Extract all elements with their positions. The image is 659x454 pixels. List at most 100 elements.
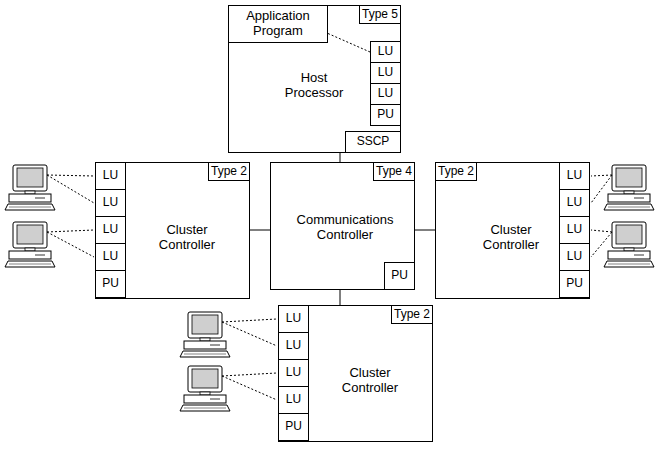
unit-label: LU	[567, 169, 582, 183]
text-area: LU	[279, 387, 308, 413]
unit-label: LU	[286, 339, 301, 353]
terminal-icon	[5, 165, 55, 210]
unit-label: LU	[103, 196, 118, 210]
terminal-icon	[5, 222, 55, 267]
unit-box: PU	[384, 262, 415, 290]
unit-label: LU	[286, 312, 301, 326]
type-tag-frame: Type 2	[435, 162, 477, 181]
text-area: Cluster Controller	[327, 336, 413, 426]
unit-box: LU	[559, 189, 590, 217]
type-tag: Type 2	[438, 165, 474, 179]
session-leader-lines	[47, 175, 612, 400]
unit-box: PU	[370, 104, 401, 126]
session-line	[222, 376, 277, 400]
terminal-icon	[604, 222, 654, 267]
terminal-icons	[5, 165, 654, 411]
text-area: LU	[96, 163, 125, 189]
unit-box: LU	[95, 162, 126, 190]
text-area: LU	[96, 244, 125, 270]
unit-label: LU	[378, 87, 393, 101]
unit-box: LU	[278, 386, 309, 414]
box-title: Cluster Controller	[327, 366, 413, 396]
box-title: Cluster Controller	[468, 223, 554, 253]
unit-box: LU	[559, 162, 590, 190]
session-link	[328, 34, 370, 53]
session-line	[591, 230, 612, 232]
text-area: LU	[279, 360, 308, 386]
unit-box: LU	[370, 41, 401, 63]
unit-label: PU	[102, 277, 119, 291]
terminal-icon	[180, 312, 230, 357]
box-title: Application Program	[231, 9, 325, 39]
session-line	[222, 373, 277, 376]
text-area: PU	[371, 105, 400, 125]
unit-label: LU	[378, 66, 393, 80]
type-tag: Type 2	[394, 308, 430, 322]
network-link	[415, 230, 435, 231]
unit-box: LU	[95, 216, 126, 244]
unit-box: LU	[370, 83, 401, 105]
box-title: Communications Controller	[289, 213, 401, 243]
unit-box: LU	[278, 305, 309, 333]
type-tag: Type 5	[362, 8, 398, 22]
unit-box: LU	[95, 189, 126, 217]
session-line	[47, 175, 94, 176]
unit-label: LU	[378, 45, 393, 59]
text-area: SSCP	[346, 132, 400, 152]
type-tag-frame: Type 5	[359, 5, 401, 24]
text-area: LU	[371, 42, 400, 62]
unit-label: LU	[567, 196, 582, 210]
unit-label: PU	[377, 108, 394, 122]
unit-label: PU	[566, 277, 583, 291]
unit-label: LU	[286, 393, 301, 407]
box-title: Host Processor	[274, 71, 354, 101]
session-line	[591, 232, 612, 257]
unit-box: LU	[95, 243, 126, 271]
unit-box: LU	[559, 216, 590, 244]
box-title: Cluster Controller	[144, 223, 230, 253]
unit-label: LU	[567, 223, 582, 237]
sscp-box: SSCP	[345, 131, 401, 153]
unit-box: LU	[278, 332, 309, 360]
text-area: LU	[96, 190, 125, 216]
unit-box: PU	[278, 413, 309, 441]
unit-box: LU	[278, 359, 309, 387]
session-line	[222, 322, 277, 346]
unit-label: LU	[103, 169, 118, 183]
session-line	[47, 232, 94, 257]
text-area: Cluster Controller	[468, 193, 554, 283]
application-box: Application Program	[228, 5, 328, 43]
unit-label: LU	[286, 366, 301, 380]
unit-label: PU	[285, 420, 302, 434]
text-area: Communications Controller	[289, 183, 401, 273]
session-line	[591, 175, 612, 203]
text-area: Application Program	[231, 7, 325, 41]
unit-box: PU	[95, 270, 126, 298]
type-tag-frame: Type 4	[373, 162, 415, 181]
type-tag: Type 4	[376, 165, 412, 179]
host-processor-box: Application ProgramLU LU LU PU SSCP Type 5 Hos…	[228, 5, 401, 153]
type-tag-frame: Type 2	[391, 305, 433, 324]
text-area: LU	[279, 306, 308, 332]
text-area: LU	[560, 190, 589, 216]
text-area: LU	[371, 84, 400, 104]
session-line	[47, 175, 94, 203]
text-area: PU	[279, 414, 308, 440]
terminal-icon	[604, 165, 654, 210]
text-area: Host Processor	[274, 51, 354, 121]
text-area: PU	[96, 271, 125, 297]
text-area: PU	[385, 263, 414, 289]
session-line	[47, 230, 94, 232]
text-area: Cluster Controller	[144, 193, 230, 283]
unit-box: PU	[559, 270, 590, 298]
network-link	[340, 153, 341, 162]
text-area: LU	[371, 63, 400, 83]
type-tag-frame: Type 2	[208, 162, 250, 181]
session-line	[591, 175, 612, 176]
session-line	[222, 319, 277, 322]
unit-label: LU	[103, 223, 118, 237]
network-link	[250, 230, 270, 231]
text-area: LU	[96, 217, 125, 243]
text-area: LU	[560, 163, 589, 189]
